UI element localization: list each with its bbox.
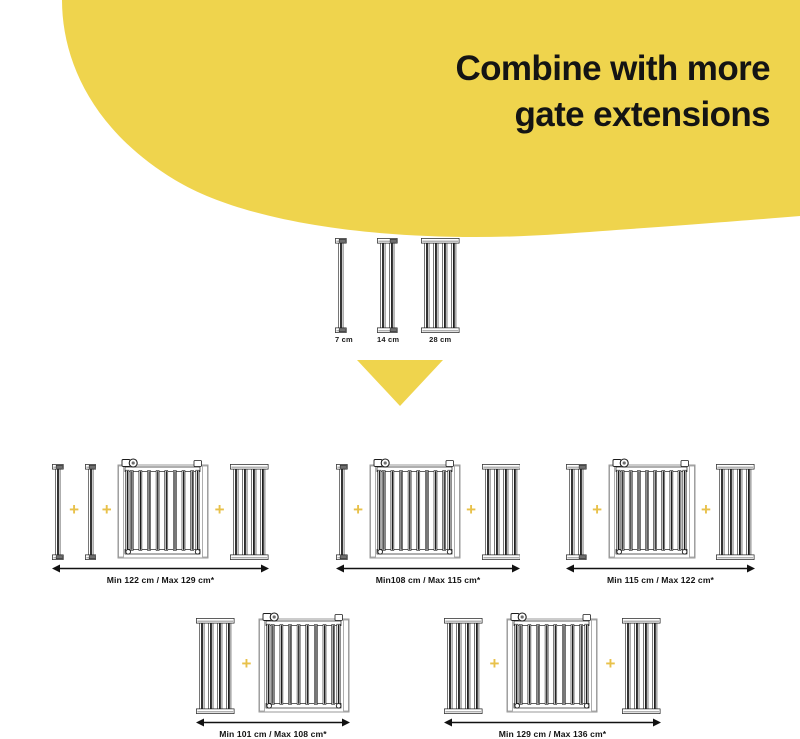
extension-size-legend: 7 cm 14 cm 28 cm xyxy=(335,238,475,350)
gate-extension-graphic xyxy=(377,238,398,333)
gate-extension-graphic xyxy=(84,464,97,560)
extension-7cm-icon xyxy=(335,238,353,333)
combination-dimension-label: Min 129 cm / Max 136 cm* xyxy=(498,729,607,739)
combination-2: ++Min108 cm / Max 115 cm* xyxy=(336,458,520,585)
safety-gate-graphic xyxy=(608,458,696,559)
legend-label: 7 cm xyxy=(335,335,353,344)
gate-part xyxy=(258,612,350,714)
gate-extension-graphic xyxy=(481,464,520,560)
dimension-row xyxy=(52,563,269,574)
extension-28cm-icon xyxy=(421,238,460,333)
dimension-row xyxy=(336,563,520,574)
gate-extension-graphic xyxy=(566,464,587,560)
extension-part-28cm xyxy=(622,618,661,714)
gate-extension-graphic xyxy=(336,464,348,560)
dimension-row xyxy=(444,717,661,728)
gate-extension-graphic xyxy=(716,464,755,560)
legend-item: 14 cm xyxy=(377,238,399,344)
plus-separator: + xyxy=(353,499,364,519)
combination-figure: + xyxy=(196,612,350,714)
gate-part xyxy=(506,612,598,714)
extension-part-28cm xyxy=(444,618,483,714)
combination-4: + Min 101 cm / Max 108 cm* xyxy=(196,612,350,739)
gate-extension-graphic xyxy=(421,238,460,333)
gate-extension-graphic xyxy=(335,238,347,333)
extension-part-28cm xyxy=(716,464,755,560)
extension-part-7cm xyxy=(84,464,97,560)
safety-gate-graphic xyxy=(117,458,209,559)
page-title: Combine with more gate extensions xyxy=(455,49,770,135)
down-arrow-icon xyxy=(357,360,443,411)
legend-label: 28 cm xyxy=(429,335,452,344)
plus-separator: + xyxy=(466,499,477,519)
gate-extension-graphic xyxy=(230,464,269,560)
extension-part-28cm xyxy=(230,464,269,560)
dimension-arrow-icon xyxy=(336,564,520,573)
plus-separator: + xyxy=(605,653,616,673)
legend-item: 28 cm xyxy=(421,238,460,344)
extension-part-7cm xyxy=(52,464,64,560)
plus-separator: + xyxy=(101,499,112,519)
hero-banner: Combine with more gate extensions xyxy=(0,0,800,240)
yellow-blob-shape xyxy=(62,0,800,238)
combination-dimension-label: Min 115 cm / Max 122 cm* xyxy=(606,575,714,585)
dimension-arrow-icon xyxy=(52,564,269,573)
combination-dimension-label: Min 101 cm / Max 108 cm* xyxy=(219,729,327,739)
gate-extension-graphic xyxy=(444,618,483,714)
extension-part-28cm xyxy=(481,464,521,560)
gate-part xyxy=(117,458,209,560)
gate-extension-graphic xyxy=(622,618,661,714)
combination-dimension-label: Min 122 cm / Max 129 cm* xyxy=(106,575,215,585)
plus-separator: + xyxy=(701,499,711,519)
safety-gate-graphic xyxy=(369,458,461,559)
extension-14cm-icon xyxy=(377,238,399,333)
dimension-row xyxy=(566,563,755,574)
combination-3: ++Min 115 cm / Max 122 cm* xyxy=(566,458,755,585)
extension-part-14cm xyxy=(566,464,587,560)
dimension-row xyxy=(196,717,350,728)
plus-separator: + xyxy=(69,499,80,519)
dimension-arrow-icon xyxy=(444,718,661,727)
combination-figure: ++ xyxy=(336,458,520,560)
legend-item: 7 cm xyxy=(335,238,353,344)
extension-part-28cm xyxy=(196,618,235,714)
gate-extension-graphic xyxy=(52,464,64,560)
safety-gate-graphic xyxy=(506,612,598,713)
plus-separator: + xyxy=(489,653,500,673)
combination-figure: + + + xyxy=(52,458,269,560)
extension-part-7cm xyxy=(336,464,348,560)
gate-extension-graphic xyxy=(196,618,235,714)
combination-figure: ++ xyxy=(566,458,755,560)
gate-part xyxy=(608,458,696,560)
combination-figure: ++ xyxy=(444,612,661,714)
gate-part xyxy=(369,458,461,560)
combination-1: + + + Min 122 cm / Max 129 cm* xyxy=(52,458,269,585)
plus-separator: + xyxy=(592,499,603,519)
plus-separator: + xyxy=(241,653,252,673)
dimension-arrow-icon xyxy=(196,718,350,727)
legend-label: 14 cm xyxy=(377,335,400,344)
combination-5: ++Min 129 cm / Max 136 cm* xyxy=(444,612,661,739)
plus-separator: + xyxy=(214,499,225,519)
dimension-arrow-icon xyxy=(566,564,755,573)
combination-dimension-label: Min108 cm / Max 115 cm* xyxy=(375,575,481,585)
safety-gate-graphic xyxy=(258,612,350,713)
